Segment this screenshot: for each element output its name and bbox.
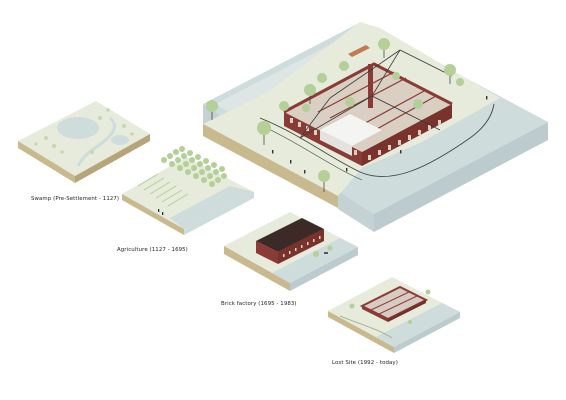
agri-field-furrows [137,173,189,207]
brick-water-side [290,247,358,291]
main-white-shed-front [320,130,352,156]
factory-trees [313,245,333,257]
caption-lost-site: Lost Site (1992 - today) [332,360,398,366]
main-roof-frame-gable [299,97,331,139]
main-land-side [203,124,338,208]
lost-trees [349,289,431,324]
agri-water [170,186,254,229]
swamp-pond [57,117,99,139]
factory-roof-ridge [278,228,324,252]
ruin-wall-front [362,306,388,322]
agriculture-block [122,146,254,235]
caption-agriculture: Agriculture (1127 - 1695) [117,247,188,253]
agri-figures [158,209,164,215]
main-wall-side [362,104,452,166]
lost-site-block [328,277,460,353]
main-roof-frame-ridge [371,49,401,97]
lost-water-side [394,312,460,353]
agri-ground-top [122,157,254,229]
lost-path [339,315,393,339]
factory-roof [256,218,324,252]
agri-crop-rows [161,146,227,187]
swamp-reeds [34,108,134,154]
brick-factory-block [224,212,358,291]
caption-brick-factory: Brick factory (1695 - 1983) [221,301,297,307]
ruin-wall-side [388,300,426,322]
swamp-pond-small [111,135,129,145]
factory-wall-front [256,241,278,264]
agri-water-side [184,192,254,235]
main-figures [272,96,488,174]
ruin-interior-walls [370,291,418,315]
main-site-model [203,22,548,232]
swamp-ground-side-right [75,134,150,183]
main-boat [348,45,370,57]
main-white-shed-roof [320,114,382,146]
factory-windows [283,236,321,257]
swamp-stream [76,116,116,167]
main-path-outer [259,103,495,177]
brick-ground-side-left [224,246,290,291]
swamp-ground-side-left [18,141,75,183]
main-chimney [368,64,373,108]
swamp-block [18,101,150,183]
lost-ground-side-left [328,311,394,353]
lost-water [376,303,460,347]
caption-swamp: Swamp (Pre-Settlement - 1127) [31,196,120,202]
factory-cart [324,252,328,254]
agri-ground-side-left [122,194,184,235]
brick-water [272,238,358,283]
main-slab-side-right [374,122,548,232]
main-trees [206,38,464,192]
